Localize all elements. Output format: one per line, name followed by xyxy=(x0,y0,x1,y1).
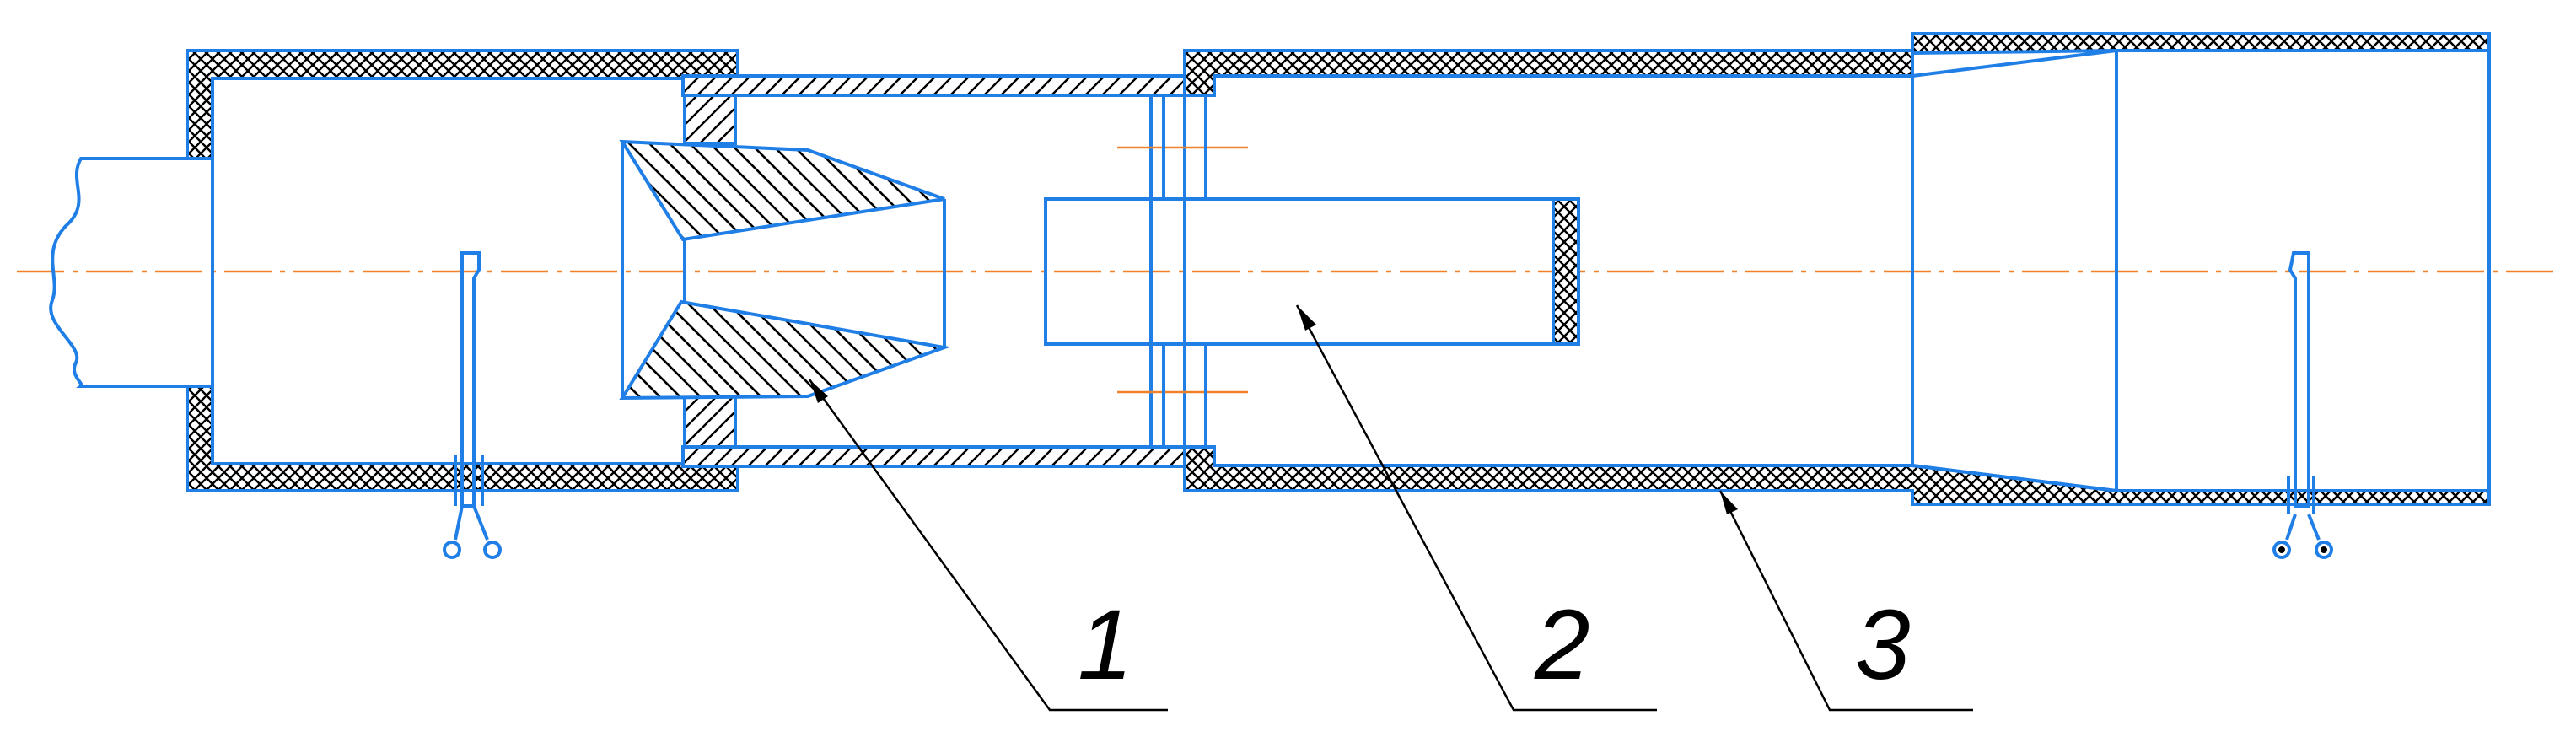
sleeve-flange-top xyxy=(683,94,737,145)
input-shaft xyxy=(49,157,206,388)
nozzle-outline xyxy=(621,142,946,398)
rod-end-cap xyxy=(1552,197,1580,346)
connecting-sleeve-bottom xyxy=(681,445,1186,468)
outlet-transition xyxy=(1911,49,2491,504)
part-label-3: 3 xyxy=(1855,589,1911,701)
right-housing-wall-top xyxy=(1183,32,2491,97)
leader-3 xyxy=(1718,490,1973,712)
right-probe xyxy=(2272,251,2333,559)
right-housing-wall-bottom xyxy=(1183,445,2491,506)
part-label-1: 1 xyxy=(1078,589,1133,701)
part-label-2: 2 xyxy=(1534,589,1590,701)
nozzle-upper-section xyxy=(619,139,945,242)
connecting-sleeve-top xyxy=(681,74,1186,97)
leader-1 xyxy=(808,379,1168,712)
left-probe xyxy=(443,251,502,559)
leader-2 xyxy=(1295,304,1657,712)
nozzle-lower-section xyxy=(619,299,951,401)
